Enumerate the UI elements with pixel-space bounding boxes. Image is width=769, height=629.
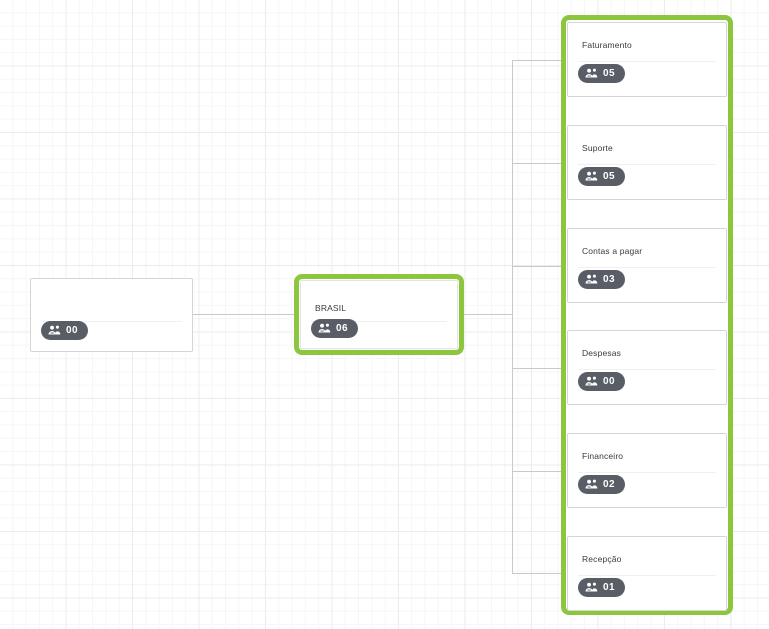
org-node-child-member-badge[interactable]: 05	[578, 64, 625, 83]
org-node-child-4[interactable]: Despesas 00	[567, 330, 727, 405]
connector-trunk-to-child-4	[512, 368, 564, 369]
org-node-child-1[interactable]: Faturamento 05	[567, 22, 727, 97]
people-group-icon	[585, 68, 598, 79]
org-node-branch-title: BRASIL	[315, 303, 347, 313]
people-group-icon	[318, 323, 331, 334]
org-node-child-5[interactable]: Financeiro 02	[567, 433, 727, 508]
org-node-root-member-count: 00	[66, 325, 78, 336]
people-group-icon	[585, 376, 598, 387]
connector-trunk-to-child-2	[512, 163, 564, 164]
org-node-child-member-badge[interactable]: 01	[578, 578, 625, 597]
org-node-child-2[interactable]: Suporte 05	[567, 125, 727, 200]
org-node-child-member-count: 05	[603, 68, 615, 79]
org-node-child-title: Contas a pagar	[582, 246, 643, 256]
org-node-child-member-count: 01	[603, 582, 615, 593]
org-node-root[interactable]: 00	[30, 278, 193, 352]
connector-trunk-to-child-6	[512, 573, 564, 574]
people-group-icon	[585, 582, 598, 593]
org-node-branch[interactable]: BRASIL 06	[300, 280, 458, 349]
org-node-child-3[interactable]: Contas a pagar 03	[567, 228, 727, 303]
people-group-icon	[585, 274, 598, 285]
org-node-child-title: Faturamento	[582, 40, 632, 50]
org-node-root-divider	[41, 321, 182, 322]
org-node-child-title: Suporte	[582, 143, 613, 153]
org-node-child-member-count: 00	[603, 376, 615, 387]
org-node-child-title: Despesas	[582, 348, 621, 358]
org-node-child-member-count: 03	[603, 274, 615, 285]
org-node-child-title: Recepção	[582, 554, 622, 564]
org-node-branch-divider	[311, 321, 447, 322]
org-node-child-member-badge[interactable]: 03	[578, 270, 625, 289]
connector-root-to-branch	[192, 314, 294, 315]
connector-trunk	[512, 60, 513, 574]
org-node-child-6[interactable]: Recepção 01	[567, 536, 727, 611]
connector-trunk-to-child-1	[512, 60, 564, 61]
org-node-child-divider	[578, 164, 716, 165]
connector-trunk-to-child-3	[512, 266, 564, 267]
org-node-child-member-count: 02	[603, 479, 615, 490]
people-group-icon	[585, 171, 598, 182]
org-node-child-member-count: 05	[603, 171, 615, 182]
org-node-branch-member-count: 06	[336, 323, 348, 334]
org-node-root-member-badge[interactable]: 00	[41, 321, 88, 340]
org-children-group-selection-ring[interactable]	[561, 15, 733, 615]
connector-branch-to-trunk	[463, 314, 513, 315]
org-node-child-divider	[578, 61, 716, 62]
org-node-child-member-badge[interactable]: 05	[578, 167, 625, 186]
org-node-child-divider	[578, 575, 716, 576]
org-node-child-divider	[578, 472, 716, 473]
org-node-child-title: Financeiro	[582, 451, 624, 461]
people-group-icon	[585, 479, 598, 490]
org-node-child-member-badge[interactable]: 00	[578, 372, 625, 391]
people-group-icon	[48, 325, 61, 336]
org-node-child-member-badge[interactable]: 02	[578, 475, 625, 494]
org-node-child-divider	[578, 369, 716, 370]
connector-trunk-to-child-5	[512, 471, 564, 472]
org-node-child-divider	[578, 267, 716, 268]
org-node-branch-member-badge[interactable]: 06	[311, 319, 358, 338]
